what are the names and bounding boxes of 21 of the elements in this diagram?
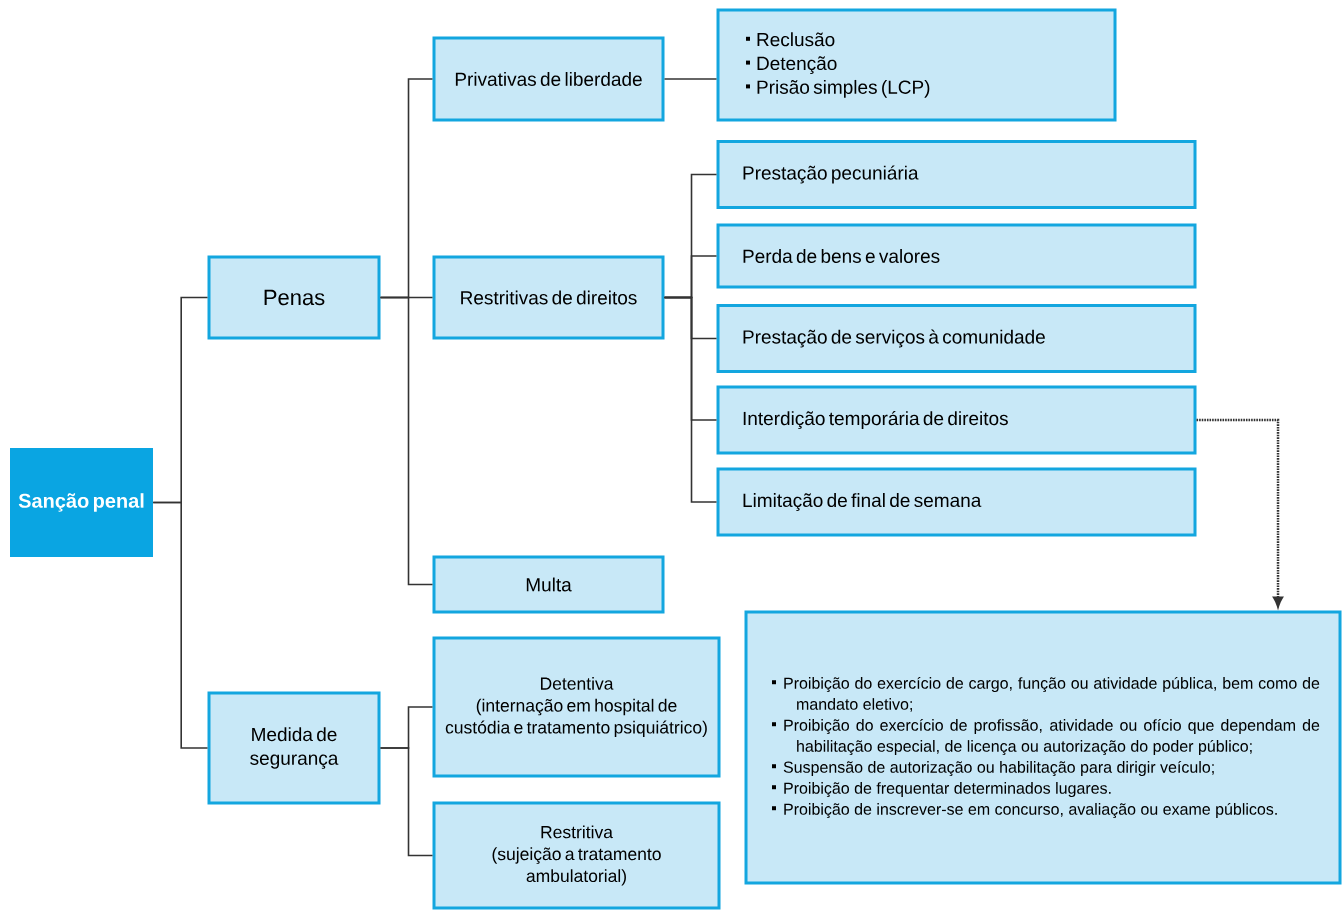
root-box: Sanção penal (10, 448, 153, 557)
category-box: Penas (207, 255, 381, 340)
category-box: Restritivas de direitos (432, 255, 665, 340)
connector-line (379, 747, 434, 857)
category-box: Medida de segurança (207, 691, 381, 805)
category-box: Prestação de serviços à comunidade (716, 304, 1197, 373)
arrow (1196, 418, 1283, 608)
connector-line (663, 296, 718, 503)
category-box: Limitação de final de semana (716, 467, 1197, 537)
connector-line (379, 296, 434, 586)
category-box: Interdição temporária de direitos (716, 385, 1197, 455)
list-box: Proibição do exercício de cargo, função ou atividade pública, bem como de mandato eletivo; Proibição do exercício de profissão, atividade ou ofício que dependam de habilitação especial, de licença ou autorização do poder público; Suspensão de autorização ou habilitação para dirigir veículo; Proibição de frequentar determinados lugares. Proibição de inscrever-se em concurso, avaliação ou exame públicos. (744, 610, 1342, 885)
category-box: Prestação pecuniária (716, 140, 1197, 209)
category-box: Privativas de liberdade (432, 36, 665, 122)
category-box: Restritiva (sujeição a tratamento ambulatorial) (432, 801, 721, 910)
category-box: Detentiva (internação em hospital de custódia e tratamento psiquiátrico) (432, 636, 721, 778)
category-box: Multa (432, 555, 665, 614)
category-box: Perda de bens e valores (716, 223, 1197, 289)
list-box: Reclusão Detenção Prisão simples (LCP) (716, 8, 1117, 122)
connector-line (663, 78, 718, 80)
connector-line (152, 501, 209, 749)
